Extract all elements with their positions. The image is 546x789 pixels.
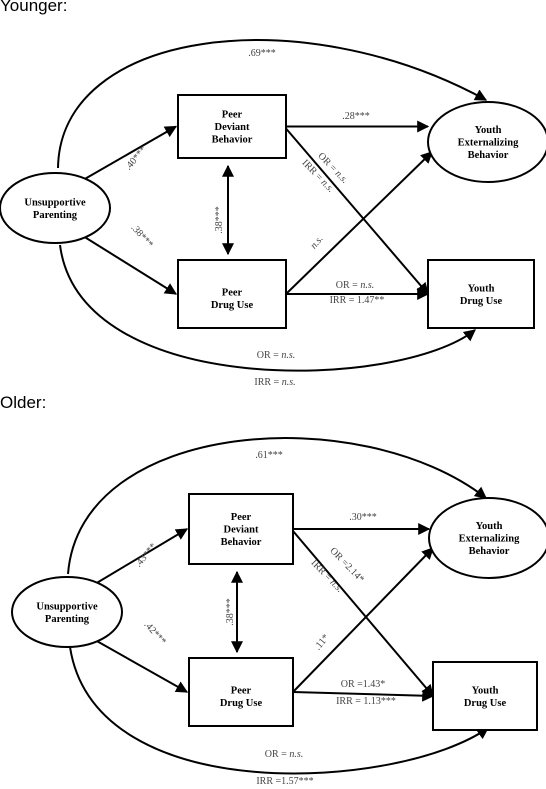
path-parenting-to-peer-deviant	[94, 528, 189, 585]
node-youth-drug-use-label: Drug Use	[460, 296, 503, 307]
node-youth-drug-use-label: Drug Use	[464, 698, 507, 709]
node-youth-drug-use	[427, 259, 535, 329]
node-peer-drug-use	[177, 259, 287, 329]
path-parenting-to-peer-drug-use	[82, 235, 178, 295]
path-peer-deviant-to-youth-drug-use	[292, 530, 434, 697]
coef-parenting-to-peer-drug: .42***	[142, 619, 169, 647]
node-youth-externalizing-behavior-label: Youth	[475, 125, 502, 136]
node-peer-deviant-behavior-label: Behavior	[221, 537, 262, 548]
coef-deviant-peer-drug-corr: .38***	[214, 206, 225, 234]
coef-deviant-to-externalizing: .30***	[349, 512, 377, 523]
node-youth-externalizing-behavior	[427, 101, 546, 183]
coef-peer-drug-to-externalizing: .11*	[312, 632, 331, 652]
node-youth-externalizing-behavior-label: Externalizing	[459, 534, 520, 545]
node-peer-deviant-behavior-label: Deviant	[224, 525, 260, 536]
path-parenting-to-peer-deviant	[82, 125, 178, 181]
node-youth-externalizing-behavior-label: Youth	[476, 521, 503, 532]
node-youth-externalizing-behavior-label: Behavior	[469, 546, 510, 557]
path-peer-deviant-to-youth-drug-use	[285, 127, 429, 295]
path-peer-drug-use-to-youth-drug-use	[292, 689, 435, 702]
path-parenting-to-youth-drug-use	[59, 244, 476, 372]
node-peer-drug-use-label: Peer	[222, 287, 243, 298]
node-unsupportive-parenting-label: Parenting	[45, 614, 90, 625]
node-unsupportive-parenting-label: Unsupportive	[24, 197, 86, 208]
node-youth-externalizing-behavior-label: Behavior	[468, 150, 509, 161]
coef-peer-drug-to-youth-drug-irr: IRR = 1.47**	[330, 295, 385, 306]
node-unsupportive-parenting	[0, 172, 111, 244]
node-youth-drug-use-label: Youth	[468, 283, 495, 294]
coef-deviant-peer-drug-corr: .38***	[225, 598, 236, 626]
coef-parenting-to-youth-drug-irr: IRR = n.s.	[254, 377, 295, 388]
coef-parenting-to-youth-drug-or: OR = n.s.	[265, 749, 303, 760]
node-peer-deviant-behavior	[188, 493, 294, 565]
coef-parenting-to-deviant: .43***	[133, 541, 159, 569]
path-peer-drug-use-to-externalizing	[292, 547, 434, 693]
node-peer-drug-use	[188, 657, 294, 727]
node-peer-deviant-behavior-label: Peer	[231, 512, 252, 523]
path-parenting-to-youth-drug-use	[69, 646, 489, 775]
coef-parenting-to-youth-drug-or: OR = n.s.	[257, 350, 295, 361]
coef-parenting-to-externalizing: .61***	[255, 450, 283, 461]
path-peer-drug-use-to-externalizing	[285, 151, 433, 295]
coef-parenting-to-externalizing: .69***	[248, 48, 276, 59]
panel-heading-younger: Younger:	[0, 0, 68, 15]
path-parenting-to-peer-drug-use	[94, 639, 189, 693]
coef-deviant-to-externalizing: .28***	[342, 111, 370, 122]
node-peer-deviant-behavior	[177, 94, 287, 159]
node-peer-drug-use-label: Drug Use	[220, 698, 263, 709]
coef-peer-drug-to-youth-drug-or: OR =1.43*	[341, 679, 386, 690]
diagram-younger: UnsupportiveParentingPeerDeviantBehavior…	[0, 39, 546, 388]
panel-heading-older: Older:	[0, 393, 47, 412]
coef-parenting-to-youth-drug-irr: IRR =1.57***	[256, 776, 313, 787]
node-unsupportive-parenting-label: Parenting	[33, 210, 78, 221]
node-youth-drug-use-label: Youth	[472, 685, 499, 696]
node-peer-drug-use-label: Peer	[231, 685, 252, 696]
node-youth-externalizing-behavior	[428, 497, 546, 579]
node-peer-deviant-behavior-label: Peer	[222, 110, 243, 121]
node-youth-drug-use	[432, 661, 538, 731]
coef-peer-drug-to-youth-drug-irr: IRR = 1.13***	[336, 696, 396, 707]
coef-peer-drug-to-youth-drug-or: OR = n.s.	[336, 280, 374, 291]
coef-peer-drug-to-externalizing: n.s.	[308, 234, 325, 252]
node-unsupportive-parenting	[11, 576, 123, 648]
path-parenting-to-externalizing	[67, 437, 487, 575]
node-peer-deviant-behavior-label: Behavior	[212, 135, 253, 146]
node-peer-drug-use-label: Drug Use	[211, 300, 254, 311]
path-parenting-to-externalizing	[57, 39, 488, 169]
coef-parenting-to-deviant: .40***	[123, 144, 149, 172]
node-unsupportive-parenting-label: Unsupportive	[36, 601, 98, 612]
node-youth-externalizing-behavior-label: Externalizing	[458, 138, 519, 149]
node-peer-deviant-behavior-label: Deviant	[215, 122, 251, 133]
coef-parenting-to-peer-drug: .38***	[129, 222, 156, 250]
diagram-older: UnsupportiveParentingPeerDeviantBehavior…	[11, 437, 546, 787]
